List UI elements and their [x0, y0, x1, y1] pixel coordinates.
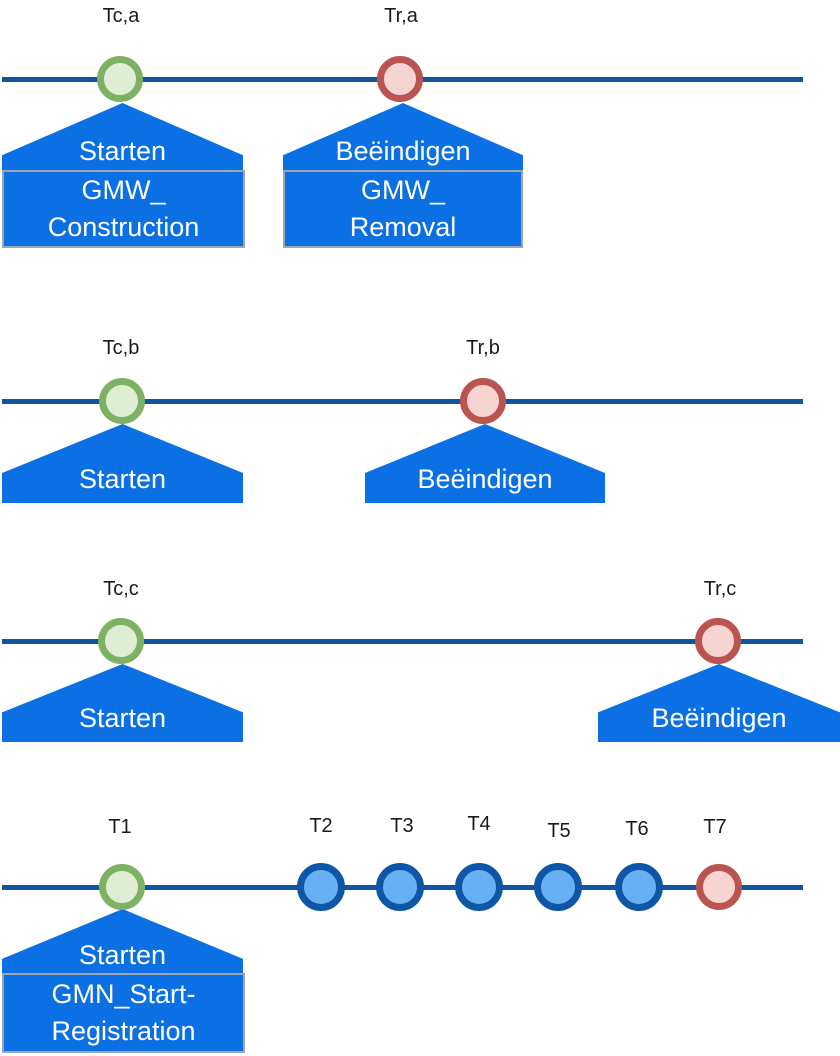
time-label: Tr,b: [466, 337, 500, 359]
time-label: T4: [467, 813, 491, 835]
start-marker: [99, 378, 145, 424]
event-callout: Beëindigen: [365, 424, 605, 503]
time-label: T6: [625, 818, 649, 840]
event-action-label: Starten: [78, 136, 167, 166]
intermediate-marker: [376, 863, 424, 911]
event-box: GMN_Start- Registration: [2, 973, 245, 1053]
event-box: GMW_ Construction: [2, 170, 245, 248]
time-label: T5: [547, 820, 571, 842]
event-action-label: Starten: [78, 940, 167, 970]
event-box: GMW_ Removal: [283, 170, 523, 248]
end-marker: [460, 378, 506, 424]
event-action-label: Beëindigen: [651, 703, 787, 733]
intermediate-marker: [534, 863, 582, 911]
timeline-line: [2, 639, 803, 644]
time-label: T3: [390, 815, 414, 837]
intermediate-marker: [455, 863, 503, 911]
time-label: T7: [703, 816, 727, 838]
event-action-label: Starten: [78, 703, 167, 733]
end-marker: [695, 618, 741, 664]
event-callout: Starten: [2, 909, 243, 973]
intermediate-marker: [297, 863, 345, 911]
event-box-line: Construction: [47, 212, 200, 242]
event-box-line: GMW_: [361, 175, 445, 205]
event-callout: Beëindigen: [598, 664, 840, 742]
end-marker: [377, 56, 423, 102]
event-action-label: Beëindigen: [417, 464, 553, 494]
intermediate-marker: [615, 863, 663, 911]
timeline-line: [2, 399, 803, 404]
event-box-line: GMW_: [81, 175, 166, 205]
start-marker: [97, 56, 143, 102]
event-box-line: Registration: [51, 1016, 196, 1046]
time-label: T1: [108, 816, 132, 838]
event-callout: Beëindigen: [283, 103, 523, 170]
time-label: Tc,b: [102, 337, 140, 359]
event-callout: Starten: [2, 664, 243, 742]
time-label: Tc,c: [103, 578, 139, 600]
end-marker: [696, 864, 742, 910]
event-box-line: GMN_Start-: [51, 979, 196, 1009]
time-label: Tr,a: [384, 5, 418, 27]
event-box-line: Removal: [349, 212, 457, 242]
event-action-label: Starten: [78, 464, 167, 494]
start-marker: [99, 864, 145, 910]
start-marker: [98, 618, 144, 664]
event-callout: Starten: [2, 103, 243, 170]
event-callout: Starten: [2, 424, 243, 503]
time-label: Tc,a: [102, 5, 140, 27]
event-action-label: Beëindigen: [335, 136, 471, 166]
time-label: T2: [309, 815, 333, 837]
time-label: Tr,c: [703, 578, 737, 600]
